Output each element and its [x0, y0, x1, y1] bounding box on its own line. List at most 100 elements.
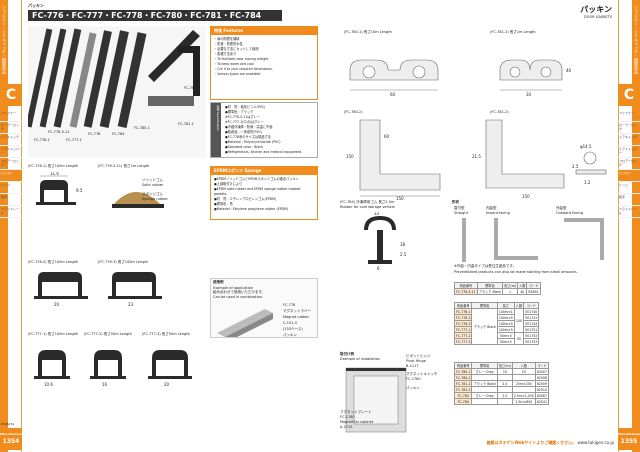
shape-straight-en: Straight	[454, 211, 468, 215]
dim-60: 60	[390, 92, 396, 97]
table-cell: FC-776-5-11	[454, 288, 478, 295]
epdm-body: ●EPDMソリッドゴムとEPDMスポンジゴムの複合パッキン ●上部取付けにより …	[211, 175, 317, 214]
product-photo-svg	[25, 28, 200, 128]
profile-spec: 長さ100m	[47, 332, 65, 336]
left-page-num-label: Miscellaneous	[0, 432, 24, 436]
feature-item: ・必要な寸法にカットして使用	[214, 47, 259, 51]
profile-fc776-1-title: (FC-776-1) 長さ100m Length	[28, 164, 78, 169]
left-nav-item-8[interactable]: スライドレール	[0, 206, 22, 218]
profile-fc777-3-title: (FC-777-3) 長さ50m Length	[142, 332, 190, 337]
right-nav-item-0[interactable]: ファスナー	[618, 110, 640, 122]
epdm-item: ●材 質：エチレンプロピレンゴム(EPDM)	[214, 197, 277, 201]
spec-item: ●標準色：ブラック	[225, 110, 254, 114]
left-page-footer-code: 250527a	[1, 422, 15, 426]
profile-en: Length	[119, 332, 132, 336]
left-page-number: Miscellaneous 1354	[0, 428, 24, 450]
shape-straight-jp: 直付型	[454, 206, 465, 210]
photo-label-fc784: FC-784	[112, 132, 125, 136]
table-cell: ブラック Black	[476, 288, 504, 295]
profile-fc776-511-drawing	[112, 192, 164, 208]
specification-label: 仕様 Specification	[211, 103, 221, 157]
right-nav-item-5[interactable]: パッキン	[618, 170, 640, 182]
install-label1: ビポットヒンジ	[406, 354, 431, 358]
right-nav-item-8[interactable]: スライドレール	[618, 206, 640, 218]
table-cell: FC-784	[453, 398, 473, 405]
feature-item: ・To facilitate door closing airtight	[214, 57, 269, 61]
photo-label-fc778: FC-778	[88, 132, 101, 136]
dim-150c: 150	[522, 194, 530, 199]
profile-spec: 長さ50m	[103, 332, 119, 336]
photo-label-fc776-1: FC-776-1	[34, 138, 50, 142]
product-photo: FC-776-1 FC-776-5-11 FC-777-1 FC-778 FC-…	[25, 26, 206, 158]
table-cell: 100	[513, 308, 525, 333]
epdm-item: ●EPDMソリッドゴムとEPDMスポンジゴムの複合パッキン	[214, 177, 299, 181]
left-nav-item-7[interactable]: 取手	[0, 194, 22, 206]
epdm-item: ●上部取付けにより	[214, 182, 243, 186]
right-nav-item-7[interactable]: 取手	[618, 194, 640, 206]
left-nav-item-4[interactable]: フロアーロック	[0, 158, 22, 170]
table-cell: ブラック Black	[471, 308, 498, 345]
example-note1: 組み合わせて使用いただけます。	[213, 290, 266, 294]
left-nav-item-2[interactable]: ドアキャッチ	[0, 134, 22, 146]
footer-text: 価格はタキゲンWebサイトよりご確認ください。	[486, 440, 577, 445]
profile-spec: 長さ100m	[47, 164, 65, 168]
profile-fc776-2-drawing: 20	[34, 272, 88, 307]
example-note2: Can be used in combination.	[213, 295, 264, 299]
install-label4: マグネットキャッチ	[406, 372, 438, 376]
left-nav-item-6[interactable]: ヒンジ	[0, 182, 22, 194]
dim-2-5b: 2.5	[400, 252, 407, 257]
right-nav-item-2[interactable]: ドアキャッチ	[618, 134, 640, 146]
left-nav-item-5[interactable]: パッキン	[0, 170, 22, 182]
spec-item: ●FC-778系のサイズは現品寸法	[225, 135, 271, 139]
right-nav-item-3[interactable]: ドアストッパー	[618, 146, 640, 158]
sponge-label-en: Sponge rubber	[142, 197, 168, 201]
svg-text:9.5: 9.5	[76, 188, 83, 193]
left-profile-drawings: (FC-776-1) 長さ100m Length 11.6 9.5 (FC-77…	[28, 164, 206, 446]
solid-label-en: Solid rubber	[142, 183, 164, 187]
footer-note: 価格はタキゲンWebサイトよりご確認ください。 www.takigen.co.j…	[486, 440, 614, 446]
drawing-fc784-area: (FC-784) 冷凍庫用ゴム 長さ2.5m Rubber for cold s…	[340, 200, 450, 270]
install-label9: Magnet for cabinet	[340, 420, 374, 424]
install-label7: マグネットプレート	[340, 410, 372, 414]
right-page-num-label: Miscellaneous	[618, 432, 640, 436]
installation-example: 取付け例 Example of installation ビポットヒンジ Piv…	[340, 352, 450, 438]
dim-40: 40	[566, 68, 572, 73]
right-nav-item-6[interactable]: ヒンジ	[618, 182, 640, 194]
right-nav-item-1[interactable]: ローラーロック	[618, 122, 640, 134]
right-page-number: Miscellaneous 1355	[618, 428, 640, 450]
left-nav-item-0[interactable]: ファスナー	[0, 110, 22, 122]
left-nav-item-1[interactable]: ローラーロック	[0, 122, 22, 134]
dim-33: 33	[374, 212, 380, 216]
right-sidebar-text: ファスナー・ドアキャッチ・開閉部品	[634, 6, 639, 74]
footer-url[interactable]: www.takigen.co.jp	[577, 440, 614, 445]
table-cell	[471, 398, 498, 405]
example-title: 使用例	[213, 280, 224, 284]
svg-text:11.6: 11.6	[50, 172, 59, 176]
right-page-title-en: DOOR GASKETS	[584, 15, 612, 19]
left-nav-item-3[interactable]: ドアストッパー	[0, 146, 22, 158]
feature-item: ・To keep warm and cool	[214, 62, 254, 66]
table2-header: 商品番号	[453, 302, 473, 309]
drawing-spec: 長さ10m	[363, 30, 379, 34]
feature-item: ・Cut it to your required dimensions.	[214, 67, 273, 71]
epdm-box: EPDMスポンジ Sponge ●EPDMソリッドゴムとEPDMスポンジゴムの複…	[210, 166, 318, 220]
table-cell: 2.5m×850	[511, 398, 536, 405]
svg-text:10.6: 10.6	[44, 382, 53, 387]
table3-header: コード	[534, 362, 549, 369]
dim-6: 6	[377, 266, 380, 270]
table-cell: FC-777-3	[453, 338, 473, 345]
drawing-spec: 長さ1m	[509, 30, 523, 34]
profile-en: Length	[65, 260, 79, 264]
install-label6: パッキン	[406, 386, 420, 390]
profile-en: Length	[137, 164, 150, 168]
table1-header: 長さ(m)	[502, 282, 519, 289]
right-nav-item-4[interactable]: フロアーロック	[618, 158, 640, 170]
profile-spec: 長さ100m	[117, 260, 135, 264]
table1-grid: 商品番号 標準色 長さ(m) 入数 コード FC-776-5-11 ブラック B…	[454, 282, 541, 295]
svg-text:16: 16	[102, 382, 108, 387]
